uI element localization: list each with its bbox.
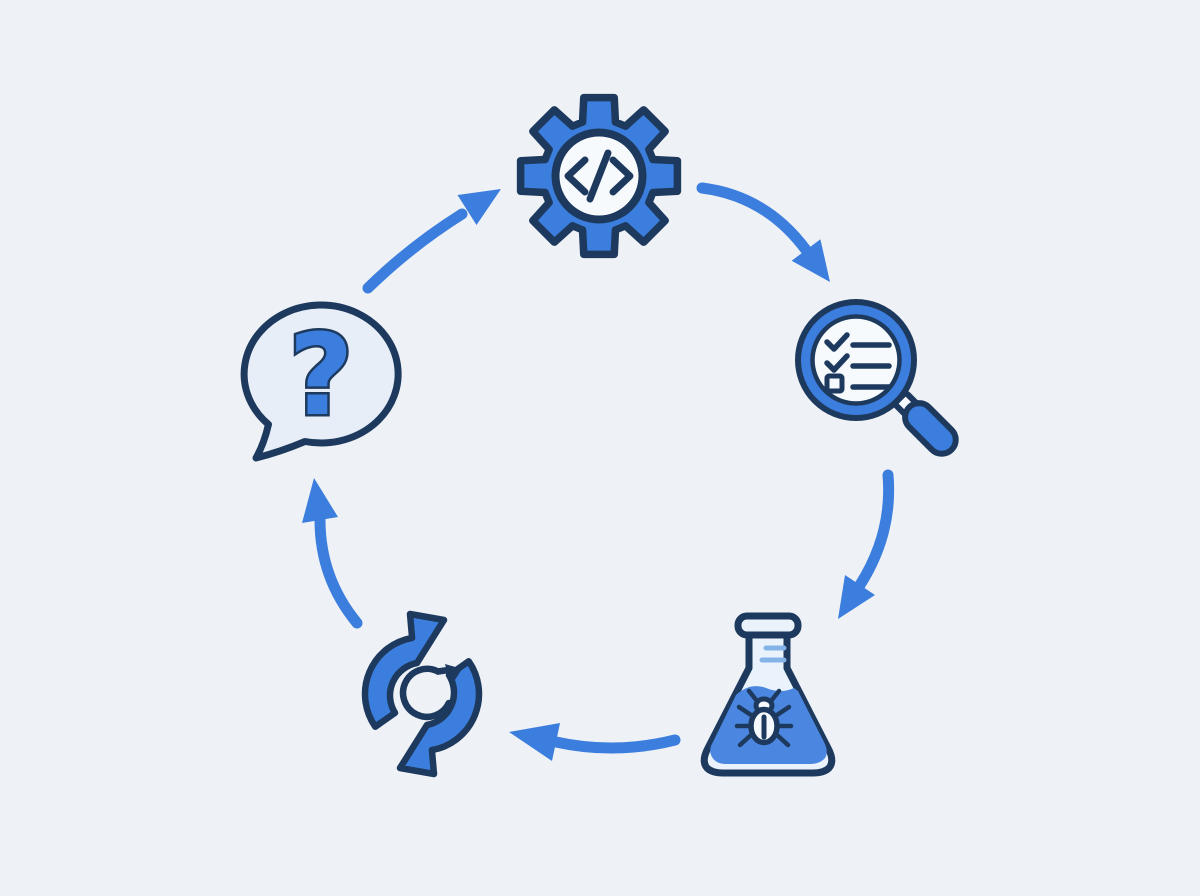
check-icon xyxy=(824,332,850,352)
checklist xyxy=(824,332,892,394)
magnifier-checklist-icon xyxy=(795,299,959,457)
refresh-arrow-top xyxy=(361,610,448,730)
bug-icon xyxy=(734,688,794,748)
code-chevron-right xyxy=(609,156,634,196)
inner-arc xyxy=(399,665,453,721)
lens-rim xyxy=(799,303,913,417)
code-glyph xyxy=(564,149,634,203)
code-slash xyxy=(586,149,612,203)
bug-antenna xyxy=(768,688,782,704)
arrow-shaft xyxy=(314,514,363,629)
arrowhead xyxy=(302,478,338,523)
arrow-shaft xyxy=(550,734,681,754)
flask-rim xyxy=(734,612,802,639)
gear-code-icon xyxy=(516,93,682,259)
lens-outer-ring xyxy=(795,299,917,421)
bug-leg xyxy=(774,704,792,718)
check-icon xyxy=(824,353,850,373)
handle-grip xyxy=(902,400,959,457)
arrowhead xyxy=(791,239,830,282)
lens-inner-ring xyxy=(810,314,902,406)
checkbox-icon xyxy=(824,373,845,394)
bug-legs xyxy=(734,688,794,748)
arrow-review-to-test xyxy=(838,469,895,619)
refresh-inner-arrow xyxy=(399,664,462,721)
bug-leg xyxy=(774,732,791,748)
arrow-code-to-review xyxy=(696,182,830,282)
arrowhead xyxy=(509,723,560,761)
question-mark: ? xyxy=(289,311,354,441)
arrowhead xyxy=(838,575,875,619)
flask-ticks xyxy=(759,645,787,663)
arrow-question-to-code xyxy=(362,189,501,294)
arrow-test-to-iterate xyxy=(509,723,681,761)
flask-bug-icon xyxy=(700,612,836,777)
speech-bubble xyxy=(240,301,402,462)
refresh-cycle-icon xyxy=(361,610,483,778)
code-chevron-left xyxy=(564,156,589,196)
arrow-shaft xyxy=(854,469,895,591)
bug-antenna xyxy=(746,688,760,704)
refresh-arrow-bottom xyxy=(396,658,483,778)
arrow-iterate-to-question xyxy=(302,478,363,629)
arrow-shaft xyxy=(362,208,468,294)
arrow-shaft xyxy=(696,182,812,256)
question-bubble-icon: ? xyxy=(240,301,402,462)
arrowhead xyxy=(457,189,501,225)
bug-leg xyxy=(736,704,754,718)
inner-arrowhead xyxy=(445,664,462,686)
bug-leg xyxy=(737,732,754,748)
